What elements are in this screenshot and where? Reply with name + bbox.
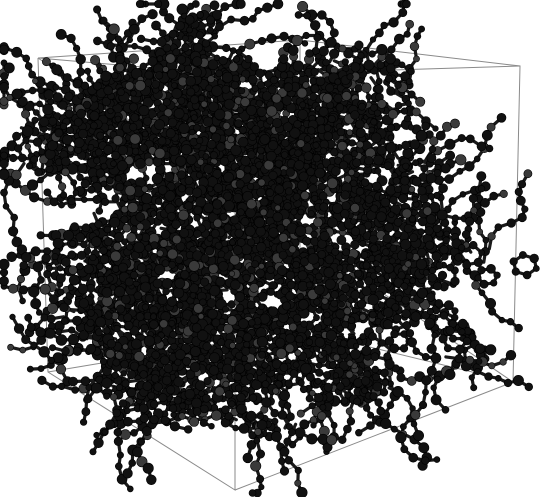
molecular-simulation-box-render <box>0 0 540 497</box>
